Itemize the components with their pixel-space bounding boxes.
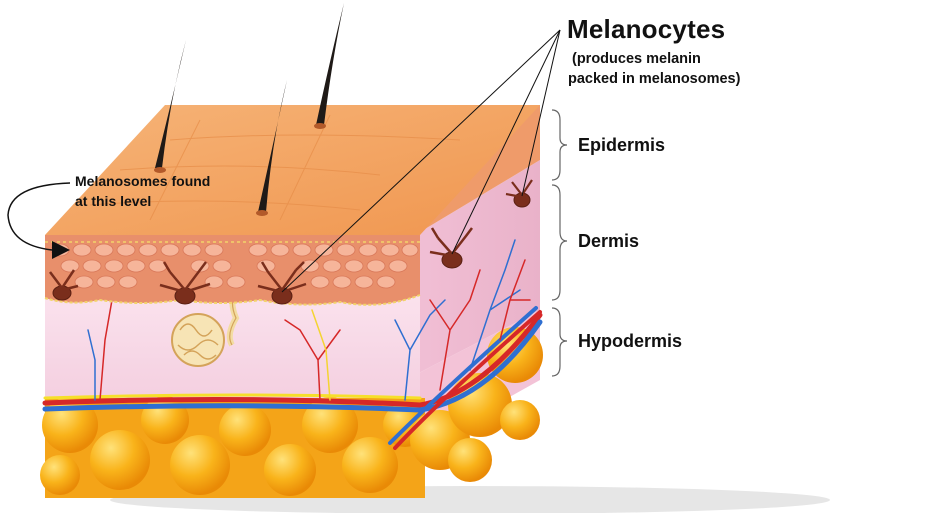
melanocytes-title: Melanocytes bbox=[567, 14, 726, 44]
melanosomes-note-line2: at this level bbox=[75, 193, 152, 209]
melanocytes bbox=[49, 179, 533, 305]
pointer-lines bbox=[281, 29, 561, 293]
label-hypodermis: Hypodermis bbox=[578, 331, 683, 351]
label-dermis: Dermis bbox=[578, 231, 640, 251]
melanocytes-subtitle-line2: packed in melanosomes) bbox=[568, 71, 741, 87]
melanocytes-subtitle-line1: (produces melanin bbox=[572, 51, 701, 67]
label-epidermis: Epidermis bbox=[578, 135, 666, 155]
hairs bbox=[154, 3, 344, 216]
epidermis-cells bbox=[44, 235, 421, 306]
curved-arrow-icon bbox=[7, 182, 71, 251]
arrowhead-icon bbox=[52, 241, 70, 259]
melanosomes-note-line1: Melanosomes found bbox=[75, 173, 211, 189]
hypodermis-fat bbox=[40, 327, 543, 498]
blood-vessels bbox=[42, 239, 543, 450]
surface-creases bbox=[89, 114, 461, 221]
layer-brackets bbox=[551, 109, 568, 377]
